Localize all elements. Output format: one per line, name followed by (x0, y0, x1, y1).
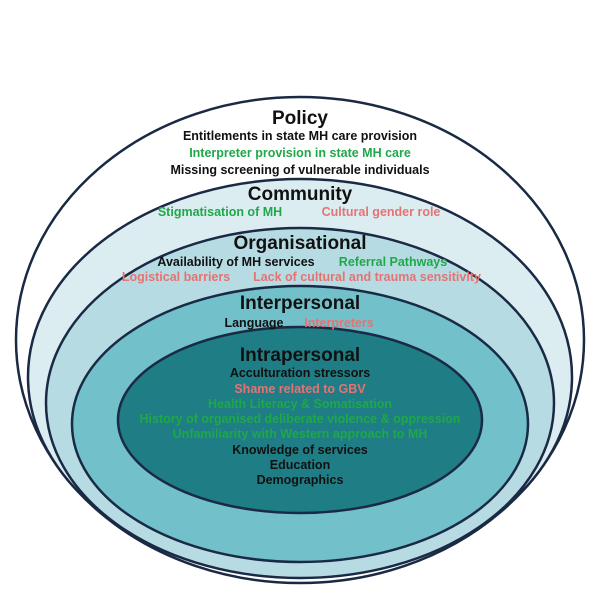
organisational-item-availability: Availability of MH services (157, 255, 314, 269)
interpersonal-item-interpreters: Interpreters (304, 316, 374, 330)
interpersonal-item-language: Language (224, 316, 283, 330)
intrapersonal-item-unfamiliarity: Unfamiliarity with Western approach to M… (173, 427, 428, 441)
policy-item-interpreter-provision: Interpreter provision in state MH care (189, 146, 411, 160)
policy-title: Policy (272, 108, 328, 129)
intrapersonal-item-knowledge-services: Knowledge of services (232, 443, 368, 457)
community-item-cultural-gender-role: Cultural gender role (322, 205, 441, 219)
intrapersonal-item-shame-gbv: Shame related to GBV (234, 382, 366, 396)
intrapersonal-title: Intrapersonal (240, 345, 360, 366)
organisational-title: Organisational (233, 233, 366, 254)
community-title: Community (248, 184, 353, 205)
intrapersonal-ellipse (116, 325, 484, 515)
intrapersonal-item-history-violence: History of organised deliberate violence… (140, 412, 461, 426)
policy-item-entitlements: Entitlements in state MH care provision (183, 129, 417, 143)
organisational-item-referral-pathways: Referral Pathways (339, 255, 447, 269)
interpersonal-title: Interpersonal (240, 293, 360, 314)
community-item-stigmatisation: Stigmatisation of MH (158, 205, 282, 219)
intrapersonal-item-acculturation: Acculturation stressors (230, 366, 370, 380)
intrapersonal-item-demographics: Demographics (257, 473, 344, 487)
policy-item-missing-screening: Missing screening of vulnerable individu… (170, 163, 429, 177)
intrapersonal-item-health-literacy: Health Literacy & Somatisation (208, 397, 392, 411)
organisational-item-cultural-trauma: Lack of cultural and trauma sensitivity (253, 270, 481, 284)
organisational-item-logistical-barriers: Logistical barriers (122, 270, 230, 284)
intrapersonal-item-education: Education (270, 458, 330, 472)
